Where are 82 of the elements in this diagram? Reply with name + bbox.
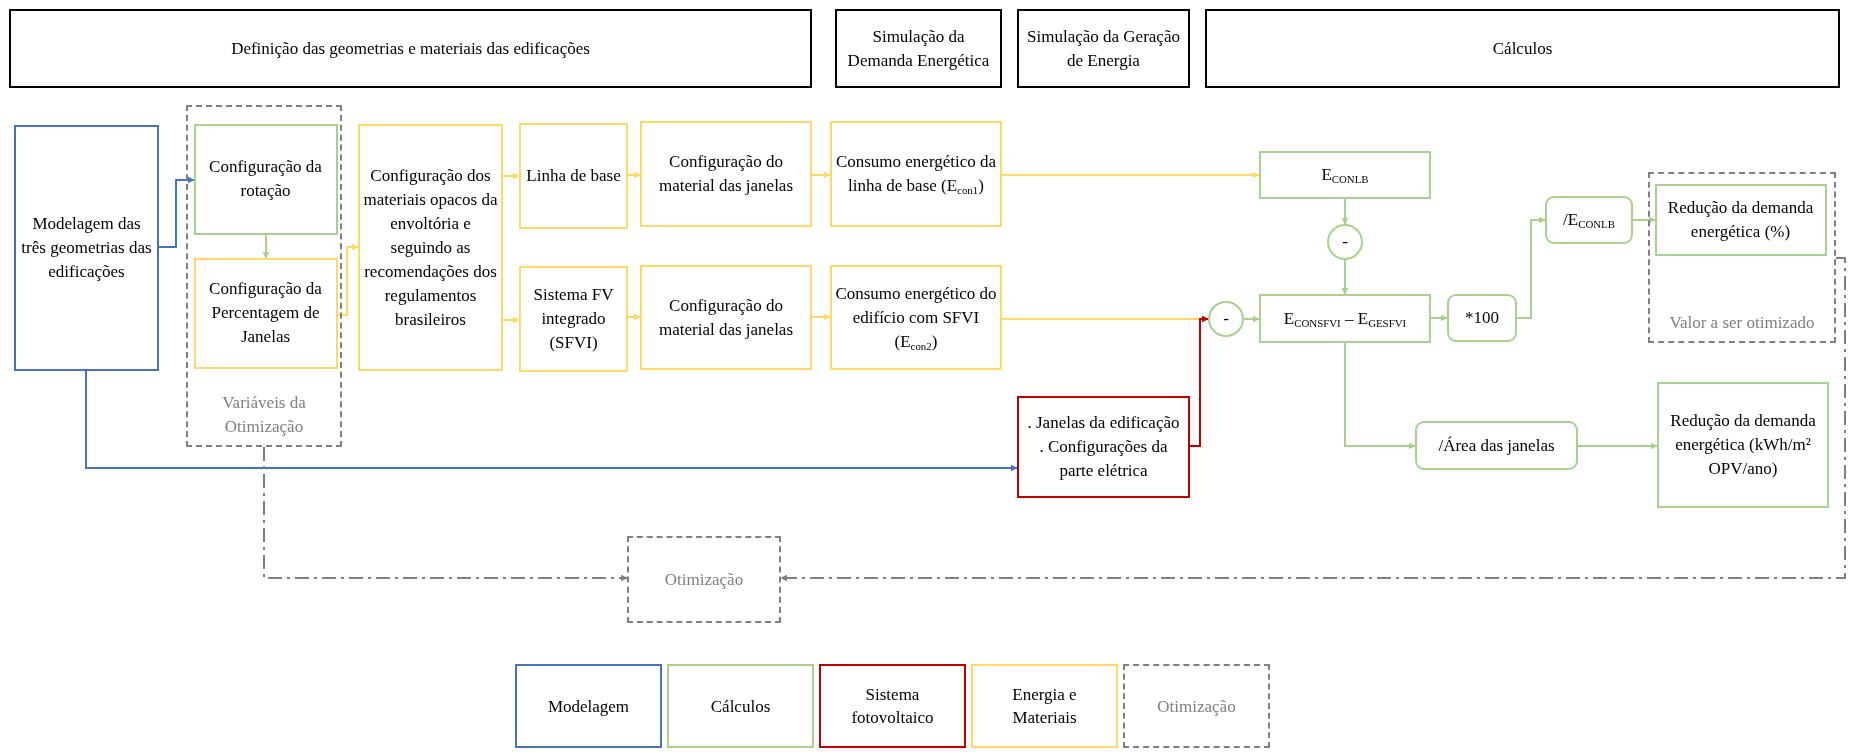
node-text: Configuração do material das janelas — [657, 294, 795, 341]
arrow — [811, 313, 831, 321]
group-frame — [1648, 172, 1836, 343]
arrow — [85, 370, 1018, 472]
node-text: Consumo energético da linha de base (E$_{con1}$) — [834, 151, 998, 198]
arrow — [502, 172, 520, 180]
arrow — [502, 316, 520, 324]
legend-item: Modelagem — [515, 664, 662, 748]
operation-box — [1415, 421, 1578, 470]
operator-circle — [1327, 224, 1363, 260]
arrow — [158, 176, 195, 248]
arrow — [1577, 442, 1658, 450]
group-caption: Variáveis da Otimização — [221, 392, 307, 438]
process-box — [193, 123, 338, 235]
process-box — [1654, 183, 1827, 256]
process-box — [830, 121, 1002, 227]
arrow — [1632, 216, 1656, 224]
arrow — [627, 171, 641, 179]
node-text: - — [1342, 233, 1348, 251]
arrow — [1341, 259, 1349, 295]
group-caption: Valor a ser otimizado — [1668, 312, 1816, 334]
legend-item: Sistema fotovoltaico — [819, 664, 966, 748]
arrow — [1189, 315, 1209, 447]
process-box — [1657, 382, 1829, 508]
arrow — [780, 257, 1846, 582]
node-text: Redução da demanda energética (%) — [1666, 196, 1815, 243]
process-box — [640, 121, 812, 227]
node-text: /E$_{CONLB}$ — [1562, 209, 1616, 232]
arrow — [811, 171, 831, 179]
process-box — [627, 536, 781, 623]
process-box — [358, 124, 503, 371]
process-box — [640, 265, 812, 370]
node-text: /Área das janelas — [1437, 434, 1556, 457]
legend-item: Energia e Materiais — [971, 664, 1118, 748]
operation-box — [1545, 196, 1633, 244]
arrow — [1001, 171, 1260, 179]
node-text: Configuração da Percentagem de Janelas — [208, 278, 323, 348]
node-text: Redução da demanda energética (kWh/m² OPV/ano) — [1669, 410, 1817, 480]
arrow — [1344, 342, 1416, 450]
arrow — [627, 313, 641, 321]
node-text: Linha de base — [525, 165, 622, 187]
header-box — [835, 9, 1002, 88]
process-box — [1017, 396, 1190, 498]
node-text: Cálculos — [1491, 37, 1554, 60]
header-box — [1205, 9, 1840, 88]
group-frame — [186, 105, 342, 447]
legend-item: Cálculos — [667, 664, 814, 748]
node-text: Modelagem das três geometrias das edificações — [20, 213, 153, 283]
arrow — [1243, 315, 1260, 323]
arrow — [337, 243, 359, 316]
process-box — [519, 266, 628, 372]
header-box — [1017, 9, 1190, 88]
node-text: Definição das geometrias e materiais das edificações — [230, 37, 591, 60]
process-box — [14, 125, 159, 371]
arrow — [262, 234, 270, 259]
process-box — [519, 123, 628, 229]
operation-box — [1447, 294, 1517, 342]
node-text: Configuração da rotação — [208, 156, 323, 202]
process-box — [1259, 151, 1431, 199]
node-text: . Janelas da edificação — [1026, 412, 1181, 434]
node-text: Sistema FV integrado (SFVI) — [532, 284, 615, 354]
process-box — [830, 265, 1002, 370]
node-text: E$_{CONLB}$ — [1320, 164, 1370, 187]
node-text: Simulação da Geração de Energia — [1026, 25, 1181, 72]
node-text: *100 — [1464, 307, 1500, 329]
node-text: Configuração dos materiais opacos da envoltória e seguindo as recomendações dos regulamentos brasileiros — [362, 164, 499, 331]
process-box — [193, 257, 338, 369]
node-text: - — [1223, 310, 1229, 328]
node-text: . Configurações da parte elétrica — [1038, 436, 1169, 482]
operator-circle — [1208, 301, 1244, 337]
node-text: Simulação da Demanda Energética — [846, 25, 991, 72]
node-text: Configuração do material das janelas — [657, 151, 795, 197]
process-box — [1259, 294, 1431, 343]
node-text: E$_{CONSFVI}$ – E$_{GESFVI}$ — [1282, 307, 1408, 331]
arrow — [1516, 216, 1546, 319]
header-box — [9, 9, 812, 88]
arrow — [263, 446, 628, 582]
arrow — [1341, 198, 1349, 225]
node-text: Consumo energético do edifício com SFVI (E$_{con2}$) — [834, 282, 998, 354]
arrow — [1430, 314, 1448, 322]
node-text: Otimização — [663, 568, 745, 591]
legend-item: Otimização — [1123, 664, 1270, 748]
